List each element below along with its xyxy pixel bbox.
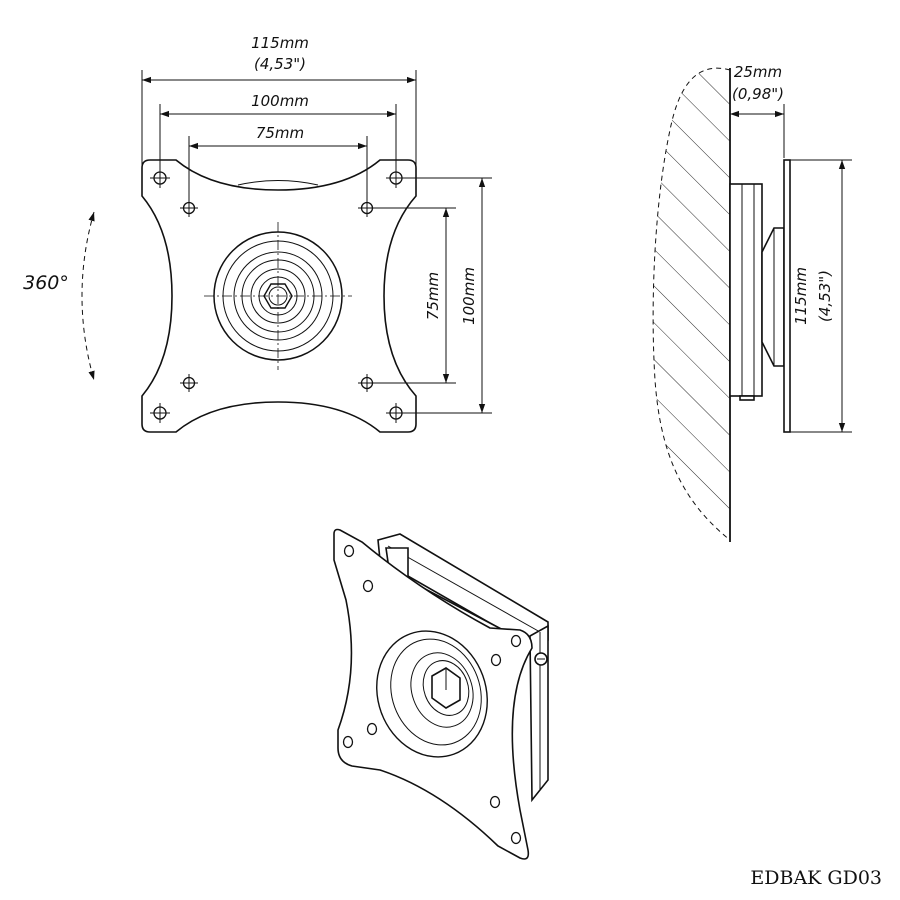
dim-width-total: 115mm <box>251 34 309 52</box>
dim-width-total-inch: (4,53") <box>254 55 306 73</box>
iso-mounting-holes <box>342 544 522 845</box>
side-view: 25mm (0,98") 115mm (4,53") <box>652 63 852 542</box>
dim-hole-spacing-100: 100mm <box>251 92 309 110</box>
dimension-lines-horizontal <box>141 70 417 202</box>
bracket-profile <box>729 159 791 433</box>
dim-vertical-100: 100mm <box>460 267 478 325</box>
dim-height: 115mm <box>792 267 810 325</box>
iso-center-bearing <box>376 630 488 758</box>
product-model-label: EDBAK GD03 <box>750 867 882 889</box>
dim-depth: 25mm <box>734 63 782 81</box>
dim-hole-spacing-75: 75mm <box>256 124 304 142</box>
dim-height-inch: (4,53") <box>816 270 834 322</box>
isometric-view <box>333 528 549 860</box>
dim-vertical-75: 75mm <box>424 272 442 320</box>
wall-hatch <box>653 68 730 540</box>
rotation-label: 360° <box>23 272 69 294</box>
wall-outline <box>652 67 731 541</box>
front-view: 115mm (4,53") 100mm 75mm 75mm 100mm 360° <box>23 34 492 433</box>
rotation-arrow-icon <box>81 211 95 381</box>
dim-depth-inch: (0,98") <box>732 85 784 103</box>
dimension-lines-vertical <box>373 177 492 414</box>
